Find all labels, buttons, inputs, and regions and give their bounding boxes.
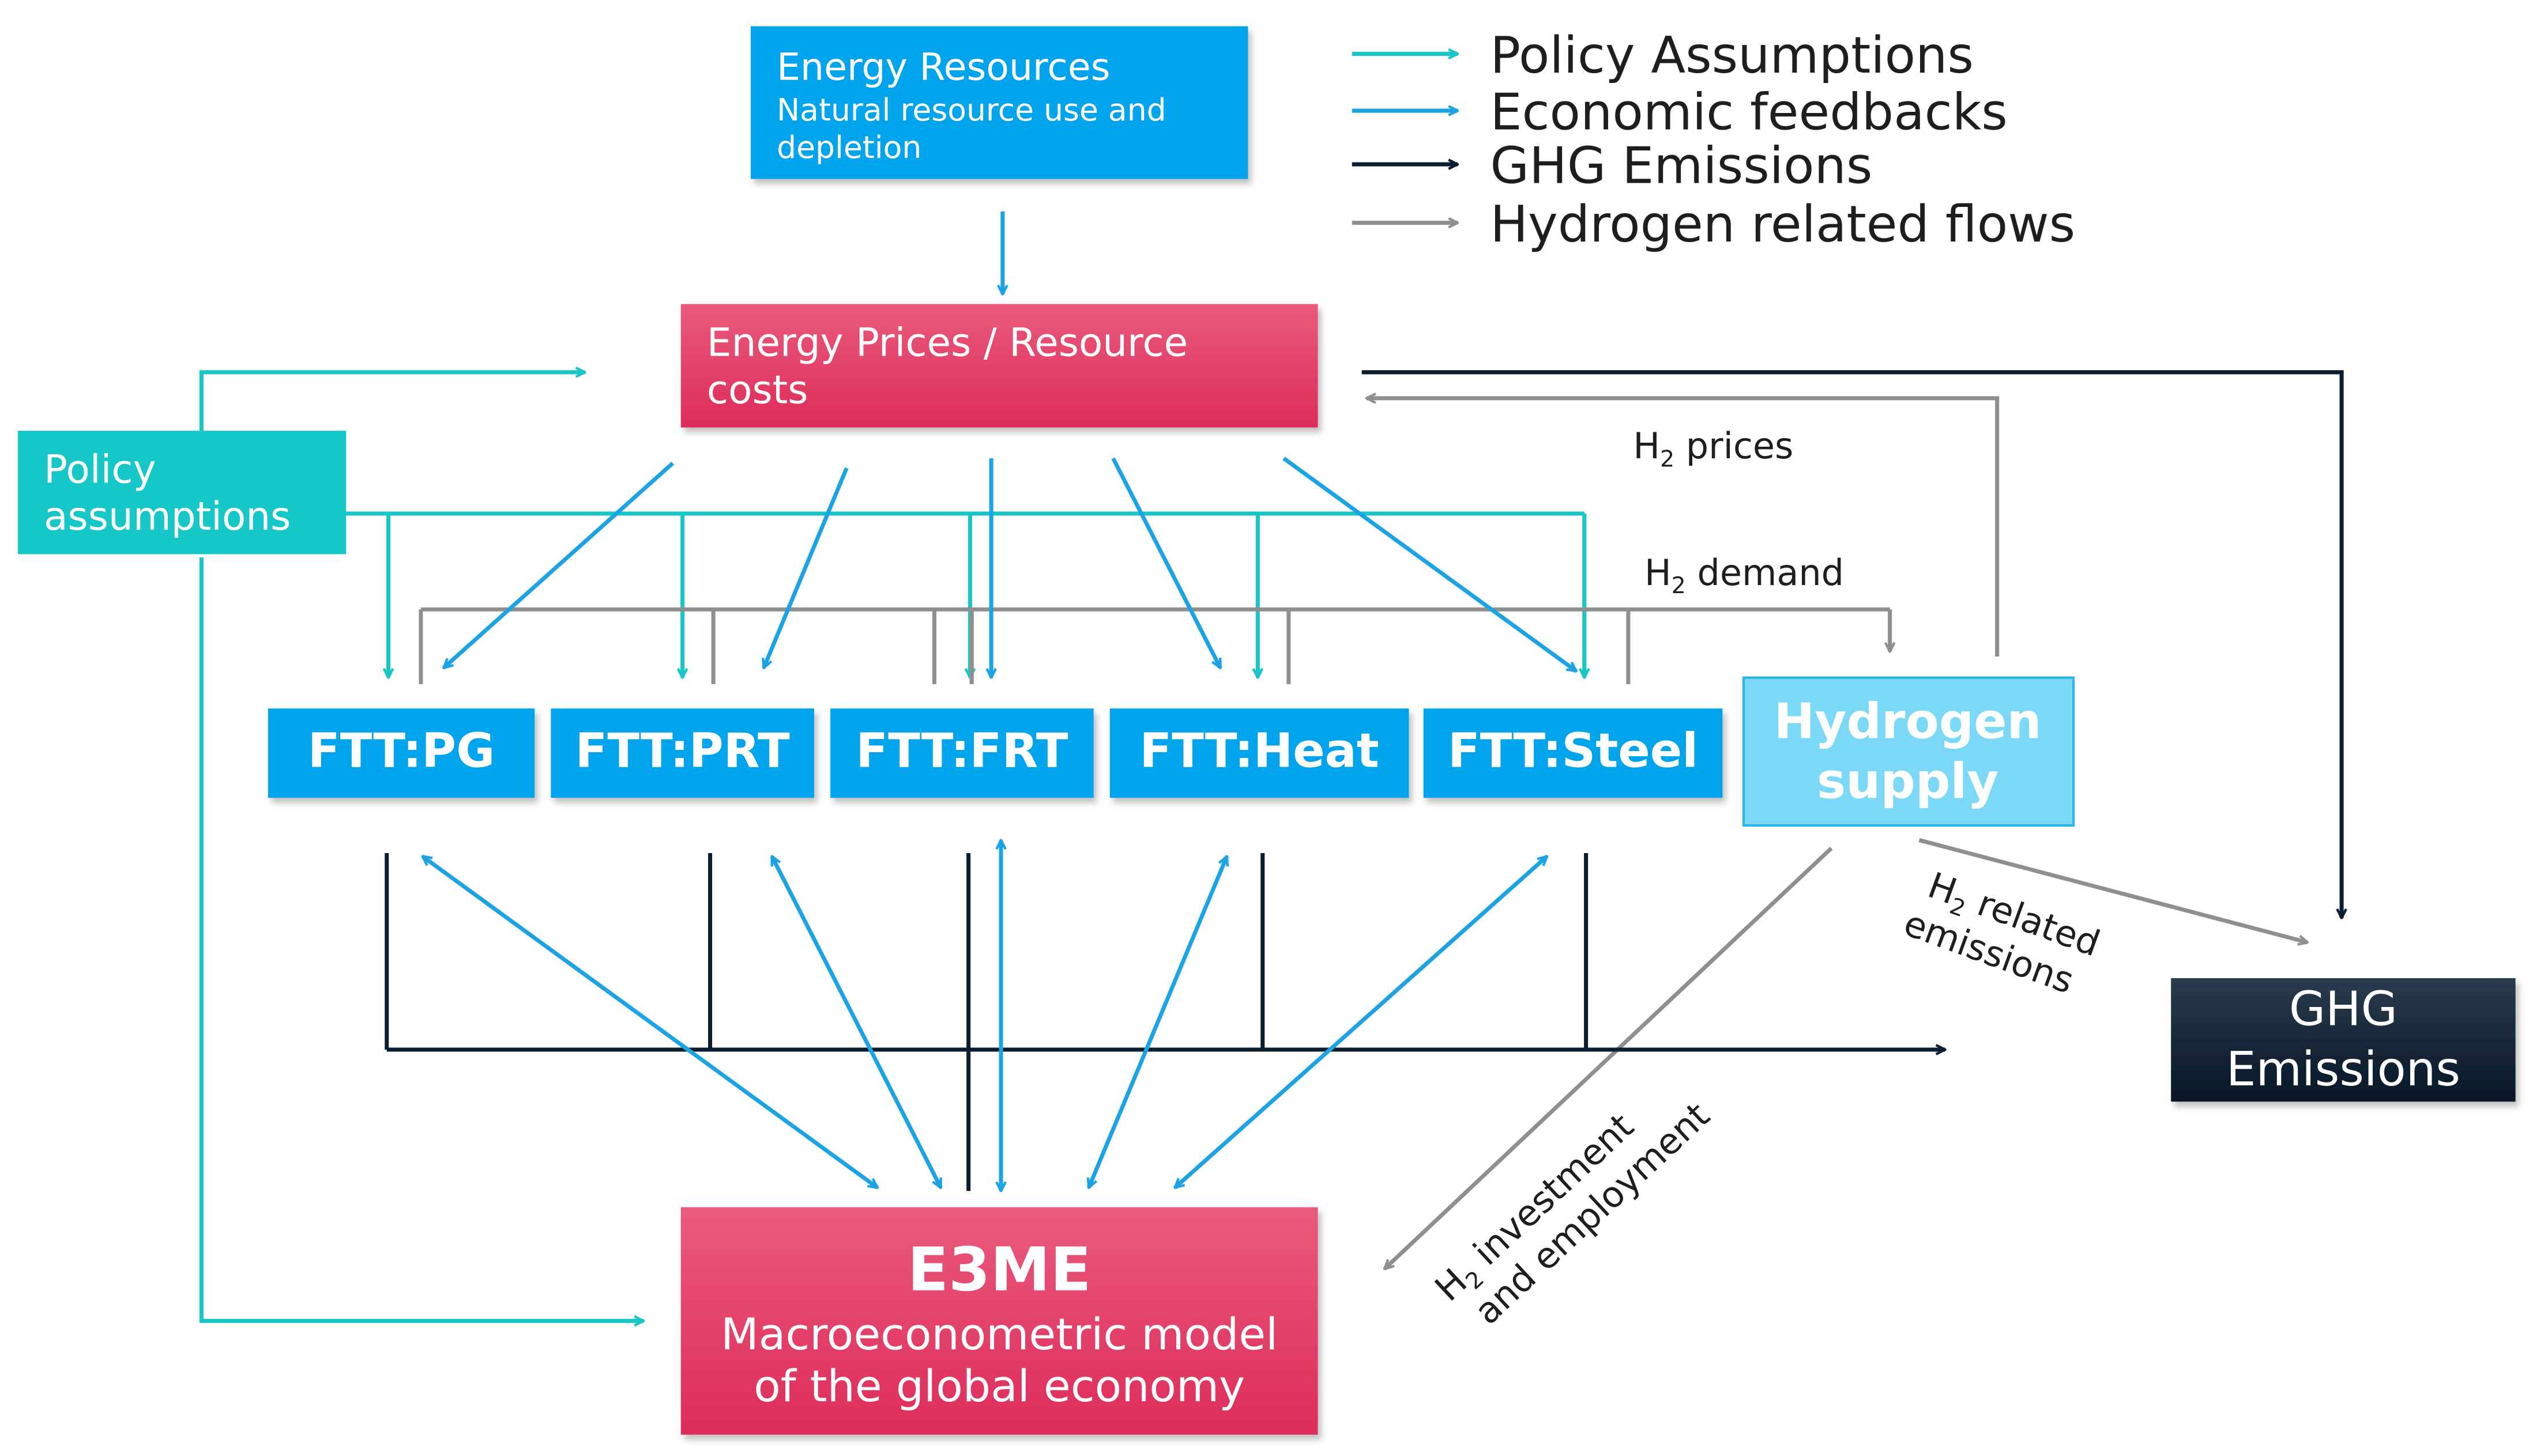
- policy-assumptions-line2: assumptions: [44, 493, 291, 539]
- legend: Policy Assumptions Economic feedbacks GH…: [1352, 26, 2075, 254]
- legend-label-ghg: GHG Emissions: [1490, 136, 1872, 195]
- ftt-pg-label: FTT:PG: [308, 724, 495, 779]
- energy-prices-box: Energy Prices / Resource costs: [680, 304, 1318, 428]
- legend-item-ghg: GHG Emissions: [1352, 136, 1872, 195]
- energy-prices-line2: costs: [707, 367, 808, 412]
- e3me-ftt-prt-arrow: [770, 857, 943, 1188]
- ftt-steel-box: FTT:Steel: [1423, 708, 1723, 798]
- ghg-emissions-line2: Emissions: [2226, 1042, 2460, 1097]
- h2-prices-arrow: [1367, 398, 2000, 657]
- legend-label-economic: Economic feedbacks: [1490, 82, 2007, 141]
- ftt-prt-label: FTT:PRT: [575, 724, 791, 779]
- h2-emissions-arrow: [1918, 838, 2308, 942]
- e3me-line2: of the global economy: [754, 1360, 1245, 1412]
- ftt-prt-box: FTT:PRT: [551, 708, 814, 798]
- h2-prices-label: H2 prices: [1633, 425, 1793, 472]
- hydrogen-supply-box: Hydrogen supply: [1742, 676, 2075, 827]
- ftt-boxes: FTT:PG FTT:PRT FTT:FRT FTT:Heat FTT:Stee…: [268, 708, 1723, 798]
- h2-investment-label-group: H2 investment and employment: [1427, 1094, 1718, 1333]
- e3me-box: E3ME Macroeconometric model of the globa…: [680, 1207, 1318, 1435]
- legend-item-economic: Economic feedbacks: [1352, 82, 2008, 141]
- e3me-ftt-heat-arrow: [1089, 857, 1227, 1188]
- prices-to-ftt-pg-arrow: [443, 462, 675, 668]
- energy-resources-subtitle-2: depletion: [777, 129, 921, 165]
- ftt-heat-box: FTT:Heat: [1109, 708, 1409, 798]
- ftt-pg-box: FTT:PG: [268, 708, 535, 798]
- e3me-line1: Macroeconometric model: [721, 1308, 1278, 1360]
- prices-to-ftt-prt-arrow: [764, 467, 849, 668]
- ftt-heat-label: FTT:Heat: [1139, 724, 1379, 779]
- legend-item-policy: Policy Assumptions: [1352, 26, 1974, 85]
- policy-to-energy-prices-arrow: [199, 372, 585, 431]
- prices-to-ftt-heat-arrow: [1111, 457, 1222, 668]
- e3me-ftt-steel-arrow: [1175, 857, 1547, 1188]
- economic-flows: [423, 211, 1576, 1191]
- h2-investment-arrow: [1384, 846, 1833, 1269]
- energy-resources-title: Energy Resources: [777, 46, 1110, 89]
- e3me-ftt-pg-arrow: [423, 857, 878, 1188]
- policy-to-e3me-arrow: [199, 557, 643, 1321]
- hydrogen-supply-line2: supply: [1817, 753, 1999, 810]
- energy-prices-to-ghg-arrow: [1361, 370, 2342, 918]
- h2-demand-label: H2 demand: [1644, 552, 1844, 599]
- ghg-emissions-box: GHG Emissions: [2171, 978, 2516, 1102]
- energy-resources-subtitle-1: Natural resource use and: [777, 92, 1166, 128]
- legend-item-hydrogen: Hydrogen related flows: [1352, 195, 2075, 254]
- ftt-frt-label: FTT:FRT: [856, 724, 1068, 779]
- policy-assumptions-box: Policy assumptions: [18, 431, 347, 555]
- policy-flows: [199, 372, 1584, 1321]
- policy-assumptions-line1: Policy: [44, 446, 156, 492]
- e3me-title: E3ME: [908, 1235, 1092, 1305]
- ftt-steel-label: FTT:Steel: [1448, 724, 1698, 779]
- ftt-frt-box: FTT:FRT: [830, 708, 1094, 798]
- hydrogen-supply-line1: Hydrogen: [1774, 693, 2042, 749]
- prices-to-ftt-steel-arrow: [1282, 457, 1576, 671]
- ghg-emissions-line1: GHG: [2289, 982, 2398, 1037]
- legend-label-hydrogen: Hydrogen related flows: [1490, 195, 2075, 254]
- energy-prices-line1: Energy Prices / Resource: [707, 320, 1188, 365]
- hydrogen-flows: [419, 398, 2308, 1269]
- energy-resources-box: Energy Resources Natural resource use an…: [751, 26, 1248, 179]
- legend-label-policy: Policy Assumptions: [1490, 26, 1974, 85]
